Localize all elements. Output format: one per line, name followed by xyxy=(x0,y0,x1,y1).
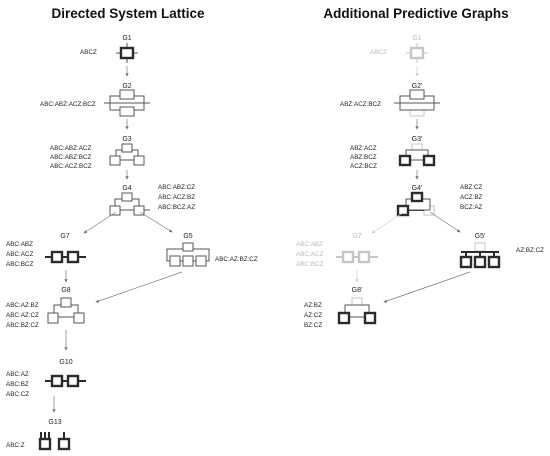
graph-g2-prime-label-1: ABZ:ACZ:BCZ xyxy=(340,101,381,108)
graph-g13-name: G13 xyxy=(48,419,61,426)
graph-g2-name: G2 xyxy=(122,83,131,90)
graph-g3-structure xyxy=(109,143,145,166)
graph-g4-label-2: ABC:ACZ:BZ xyxy=(158,194,195,201)
graph-g7-faded-structure xyxy=(336,250,378,264)
graph-g7-label-2: ABC:ACZ xyxy=(6,251,33,258)
graph-g3: G3 ABC:ABZ:ACZ ABC:ABZ:BCZ ABC:ACZ:BCZ xyxy=(50,136,145,170)
graph-g3-label-1: ABC:ABZ:ACZ xyxy=(50,145,91,152)
graph-g7: G7 ABC:ABZ ABC:ACZ ABC:BCZ xyxy=(6,233,86,268)
graph-g8-label-2: ABC:AZ:CZ xyxy=(6,312,39,319)
graph-g8-prime-label-3: BZ:CZ xyxy=(304,322,322,329)
graph-g2-prime: G2' ABZ:ACZ:BCZ xyxy=(340,83,440,117)
graph-g2-label-1: ABC:ABZ:ACZ:BCZ xyxy=(40,101,96,108)
graph-g10-structure xyxy=(45,374,86,388)
graph-g5-name: G5 xyxy=(183,233,192,240)
graph-g4-name: G4 xyxy=(122,185,131,192)
graph-g8: G8 ABC:AZ:BZ ABC:AZ:CZ ABC:BZ:CZ xyxy=(6,287,85,329)
graph-g13-label-1: ABC:Z xyxy=(6,442,25,449)
graph-g7-faded-name: G7 xyxy=(352,233,361,240)
graph-g5-structure xyxy=(166,242,210,267)
graph-g7-faded-label-3: ABC:BCZ xyxy=(296,261,323,268)
graph-g4-prime-structure xyxy=(396,191,435,217)
arrow-g4p-g7 xyxy=(371,211,405,234)
arrow-g4p-g5p xyxy=(429,211,461,233)
graph-g13-structure xyxy=(38,432,71,451)
right-title: Additional Predictive Graphs xyxy=(323,6,508,21)
graph-g8-prime: G8' AZ:BZ AZ:CZ BZ:CZ xyxy=(304,287,377,329)
graph-g3-prime-label-3: ACZ:BCZ xyxy=(350,163,377,170)
graph-g3-prime-label-2: ABZ:BCZ xyxy=(350,154,377,161)
graph-g13: G13 ABC:Z xyxy=(6,419,71,451)
graph-g7-faded-label-1: ABC:ABZ xyxy=(296,241,323,248)
graph-g4: G4 ABC:ABZ:CZ ABC:ACZ:BZ ABC:BCZ:AZ xyxy=(109,184,195,216)
graph-g5-label-1: ABC:AZ:BZ:CZ xyxy=(215,256,258,263)
graph-g5-prime-name: G5' xyxy=(475,233,486,240)
arrow-g5-g8 xyxy=(95,271,183,303)
graph-g7-structure xyxy=(45,250,86,264)
graph-g7-faded-label-2: ABC:ACZ xyxy=(296,251,323,258)
graph-g2-prime-name: G2' xyxy=(412,83,423,90)
graph-g5-prime-structure xyxy=(459,242,501,269)
graph-g2-structure xyxy=(104,89,150,117)
graph-g2: G2 ABC:ABZ:ACZ:BCZ xyxy=(40,83,150,117)
graph-g8-prime-name: G8' xyxy=(352,287,363,294)
graph-g8-prime-structure xyxy=(337,297,377,325)
graph-g4-prime-name: G4' xyxy=(412,185,423,192)
graph-g10-label-3: ABC:CZ xyxy=(6,391,29,398)
graph-g1-faded-label-1: ABCZ xyxy=(370,49,387,56)
graph-g10-label-2: ABC:BZ xyxy=(6,381,29,388)
graph-g4-label-1: ABC:ABZ:CZ xyxy=(158,184,195,191)
graph-g5: G5 ABC:AZ:BZ:CZ xyxy=(166,233,258,267)
graph-g3-prime-name: G3' xyxy=(412,136,423,143)
graph-g4-label-3: ABC:BCZ:AZ xyxy=(158,204,195,211)
graph-g10-name: G10 xyxy=(59,359,72,366)
graph-g8-name: G8 xyxy=(61,287,70,294)
graph-g4-prime-label-2: ACZ:BZ xyxy=(460,194,483,201)
graph-g3-prime: G3' ABZ:ACZ ABZ:BCZ ACZ:BCZ xyxy=(350,136,436,170)
graph-g8-prime-label-1: AZ:BZ xyxy=(304,302,322,309)
graph-g8-prime-label-2: AZ:CZ xyxy=(304,312,322,319)
graph-g7-label-3: ABC:BCZ xyxy=(6,261,33,268)
graph-g1-structure xyxy=(116,43,138,63)
graph-g8-label-3: ABC:BZ:CZ xyxy=(6,322,39,329)
graph-g7-label-1: ABC:ABZ xyxy=(6,241,33,248)
graph-g1-faded-structure xyxy=(406,43,428,63)
graph-g1-faded: G1 ABCZ xyxy=(370,35,428,63)
graph-g5-prime: G5' AZ:BZ:CZ xyxy=(459,233,544,269)
graph-g1-name: G1 xyxy=(122,35,131,42)
graph-g3-label-2: ABC:ABZ:BCZ xyxy=(50,154,91,161)
graph-g8-structure xyxy=(47,297,85,324)
graph-g4-structure xyxy=(109,192,150,216)
graph-g2-prime-structure xyxy=(394,89,440,117)
arrow-g4-g7 xyxy=(83,211,117,234)
graph-g10-label-1: ABC:AZ xyxy=(6,371,29,378)
graph-g3-label-3: ABC:ACZ:BCZ xyxy=(50,163,92,170)
graph-g3-prime-structure xyxy=(398,143,436,167)
arrow-g4-g5 xyxy=(139,211,173,233)
graph-g4-prime-label-3: BCZ:AZ xyxy=(460,204,483,211)
arrow-g5p-g8p xyxy=(383,271,471,303)
graph-g3-prime-label-1: ABZ:ACZ xyxy=(350,145,377,152)
graph-g4-prime-label-1: ABZ:CZ xyxy=(460,184,483,191)
graph-g5-prime-label-1: AZ:BZ:CZ xyxy=(516,247,544,254)
graph-g4-prime: G4' ABZ:CZ ACZ:BZ BCZ:AZ xyxy=(396,184,483,217)
left-title: Directed System Lattice xyxy=(51,6,205,21)
graph-g8-label-1: ABC:AZ:BZ xyxy=(6,302,39,309)
graph-g1-label-1: ABCZ xyxy=(80,49,97,56)
graph-g1-faded-name: G1 xyxy=(412,35,421,42)
graph-g7-faded: G7 ABC:ABZ ABC:ACZ ABC:BCZ xyxy=(296,233,378,268)
graph-g1: G1 ABCZ xyxy=(80,35,138,63)
graph-g3-name: G3 xyxy=(122,136,131,143)
graph-g10: G10 ABC:AZ ABC:BZ ABC:CZ xyxy=(6,359,86,398)
graph-g7-name: G7 xyxy=(60,233,69,240)
